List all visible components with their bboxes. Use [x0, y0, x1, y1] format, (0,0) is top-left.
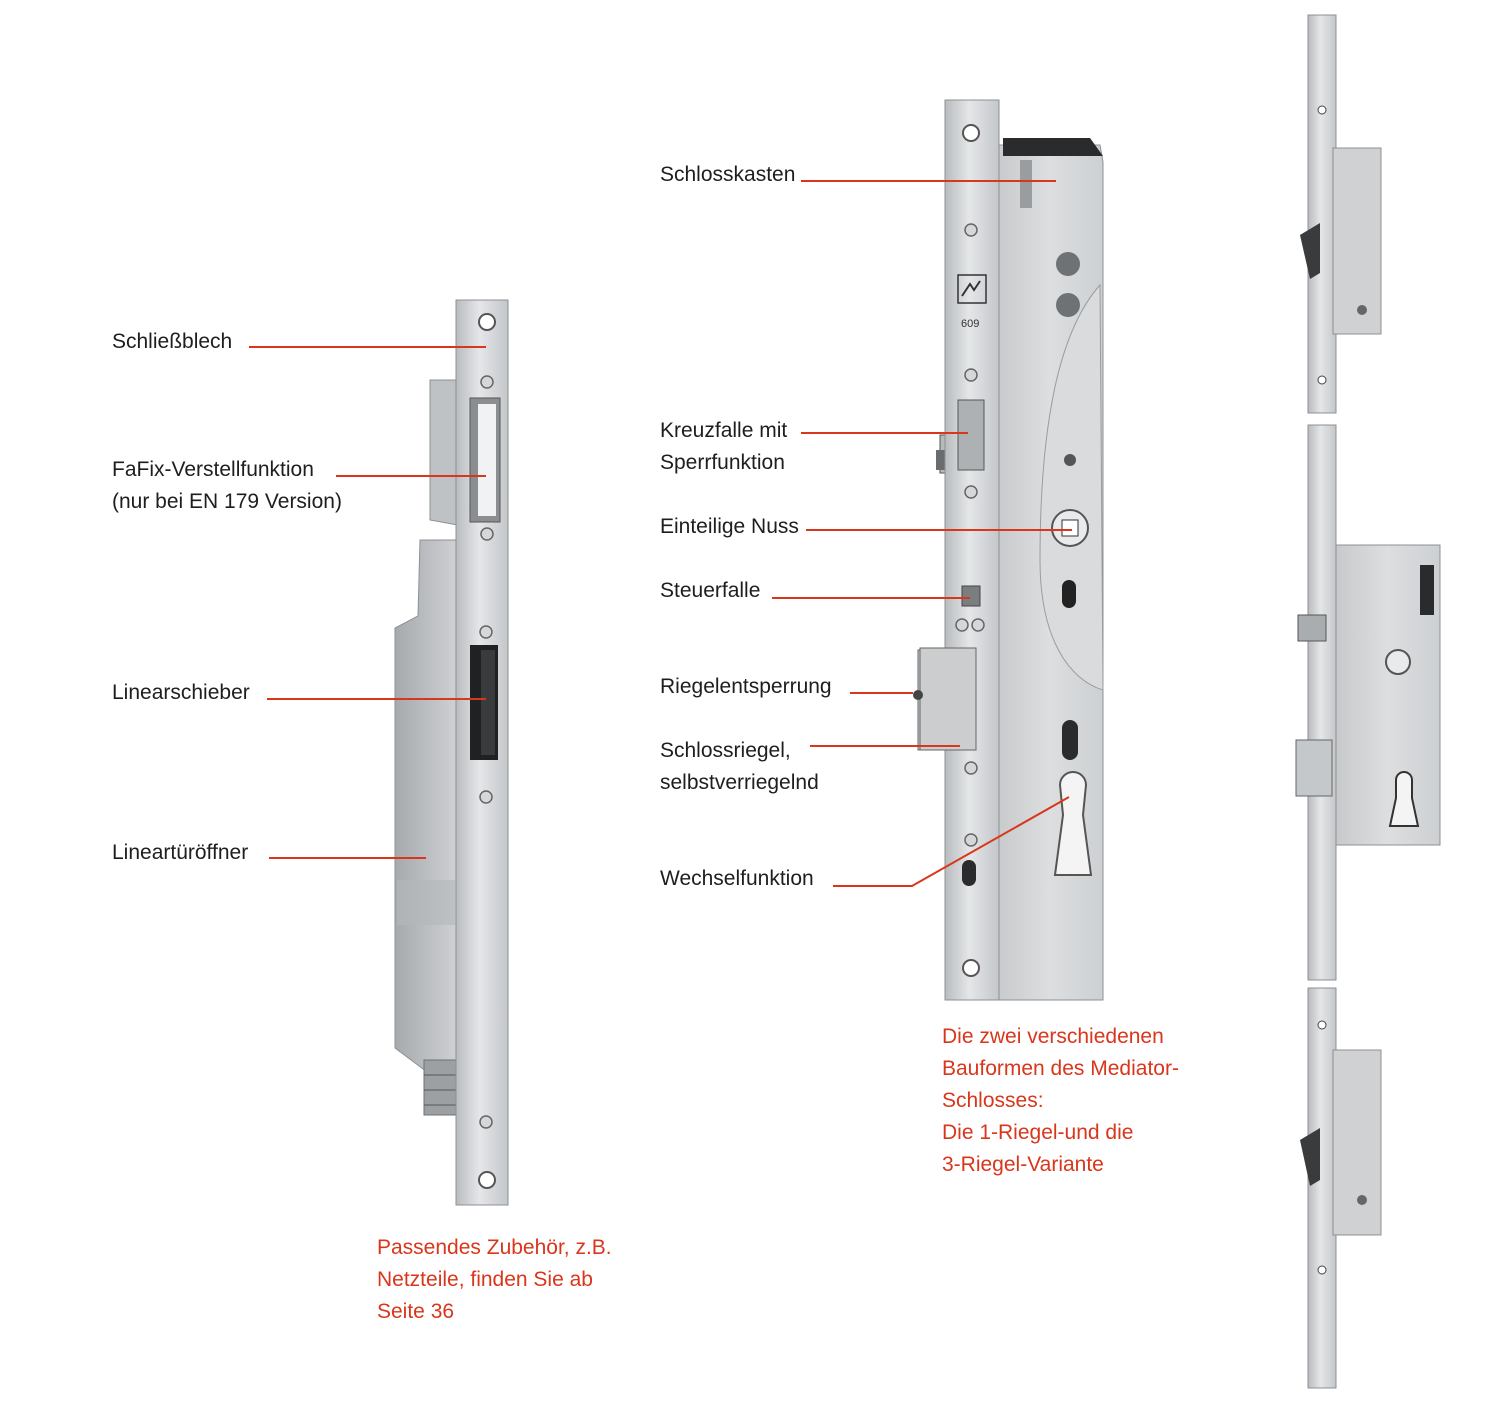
label-schlossriegel-line1: Schlossriegel,	[660, 739, 791, 762]
label-fafix-line1: FaFix-Verstellfunktion	[112, 458, 314, 481]
lock-note-line3: Schlosses:	[942, 1089, 1044, 1112]
strike-note-line3: Seite 36	[377, 1300, 455, 1323]
leader-wechselfunktion	[833, 796, 1070, 887]
lock-note-line2: Bauformen des Mediator-	[942, 1057, 1179, 1080]
label-lineartueroeffner: Lineartüröffner	[112, 841, 249, 864]
label-wechselfunktion: Wechselfunktion	[660, 867, 814, 890]
strike-accessory-note: Passendes Zubehör, z.B. Netzteile, finde…	[377, 1232, 612, 1328]
label-steuerfalle: Steuerfalle	[660, 579, 761, 602]
lock-leader-lines	[772, 180, 1072, 887]
strike-note-line1: Passendes Zubehör, z.B.	[377, 1236, 612, 1259]
label-fafix: FaFix-Verstellfunktion (nur bei EN 179 V…	[112, 454, 342, 518]
label-kreuzfalle-line1: Kreuzfalle mit	[660, 419, 788, 442]
strike-plate-illustration	[394, 299, 509, 1206]
strike-note-line2: Netzteile, finden Sie ab	[377, 1268, 593, 1291]
label-fafix-line2: (nur bei EN 179 Version)	[112, 490, 342, 513]
lock-case-illustration	[913, 99, 1104, 1001]
lock-note-line5: 3-Riegel-Variante	[942, 1153, 1104, 1176]
lock-note-line1: Die zwei verschiedenen	[942, 1025, 1164, 1048]
three-bolt-lock-illustration	[1295, 14, 1441, 1389]
label-riegelentsperrung: Riegelentsperrung	[660, 675, 832, 698]
lock-variants-note: Die zwei verschiedenen Bauformen des Med…	[942, 1021, 1179, 1181]
label-schliessblech: Schließblech	[112, 330, 233, 353]
label-kreuzfalle-line2: Sperrfunktion	[660, 451, 785, 474]
lock-note-line4: Die 1-Riegel-und die	[942, 1121, 1134, 1144]
label-schlossriegel: Schlossriegel, selbstverriegelnd	[660, 735, 819, 799]
label-schlossriegel-line2: selbstverriegelnd	[660, 771, 819, 794]
strike-leader-lines	[249, 346, 486, 859]
label-nuss: Einteilige Nuss	[660, 515, 799, 538]
label-kreuzfalle: Kreuzfalle mit Sperrfunktion	[660, 415, 787, 479]
label-linearschieber: Linearschieber	[112, 681, 250, 704]
lock-model-stamp: 609	[961, 318, 980, 330]
label-schlosskasten: Schlosskasten	[660, 163, 796, 186]
